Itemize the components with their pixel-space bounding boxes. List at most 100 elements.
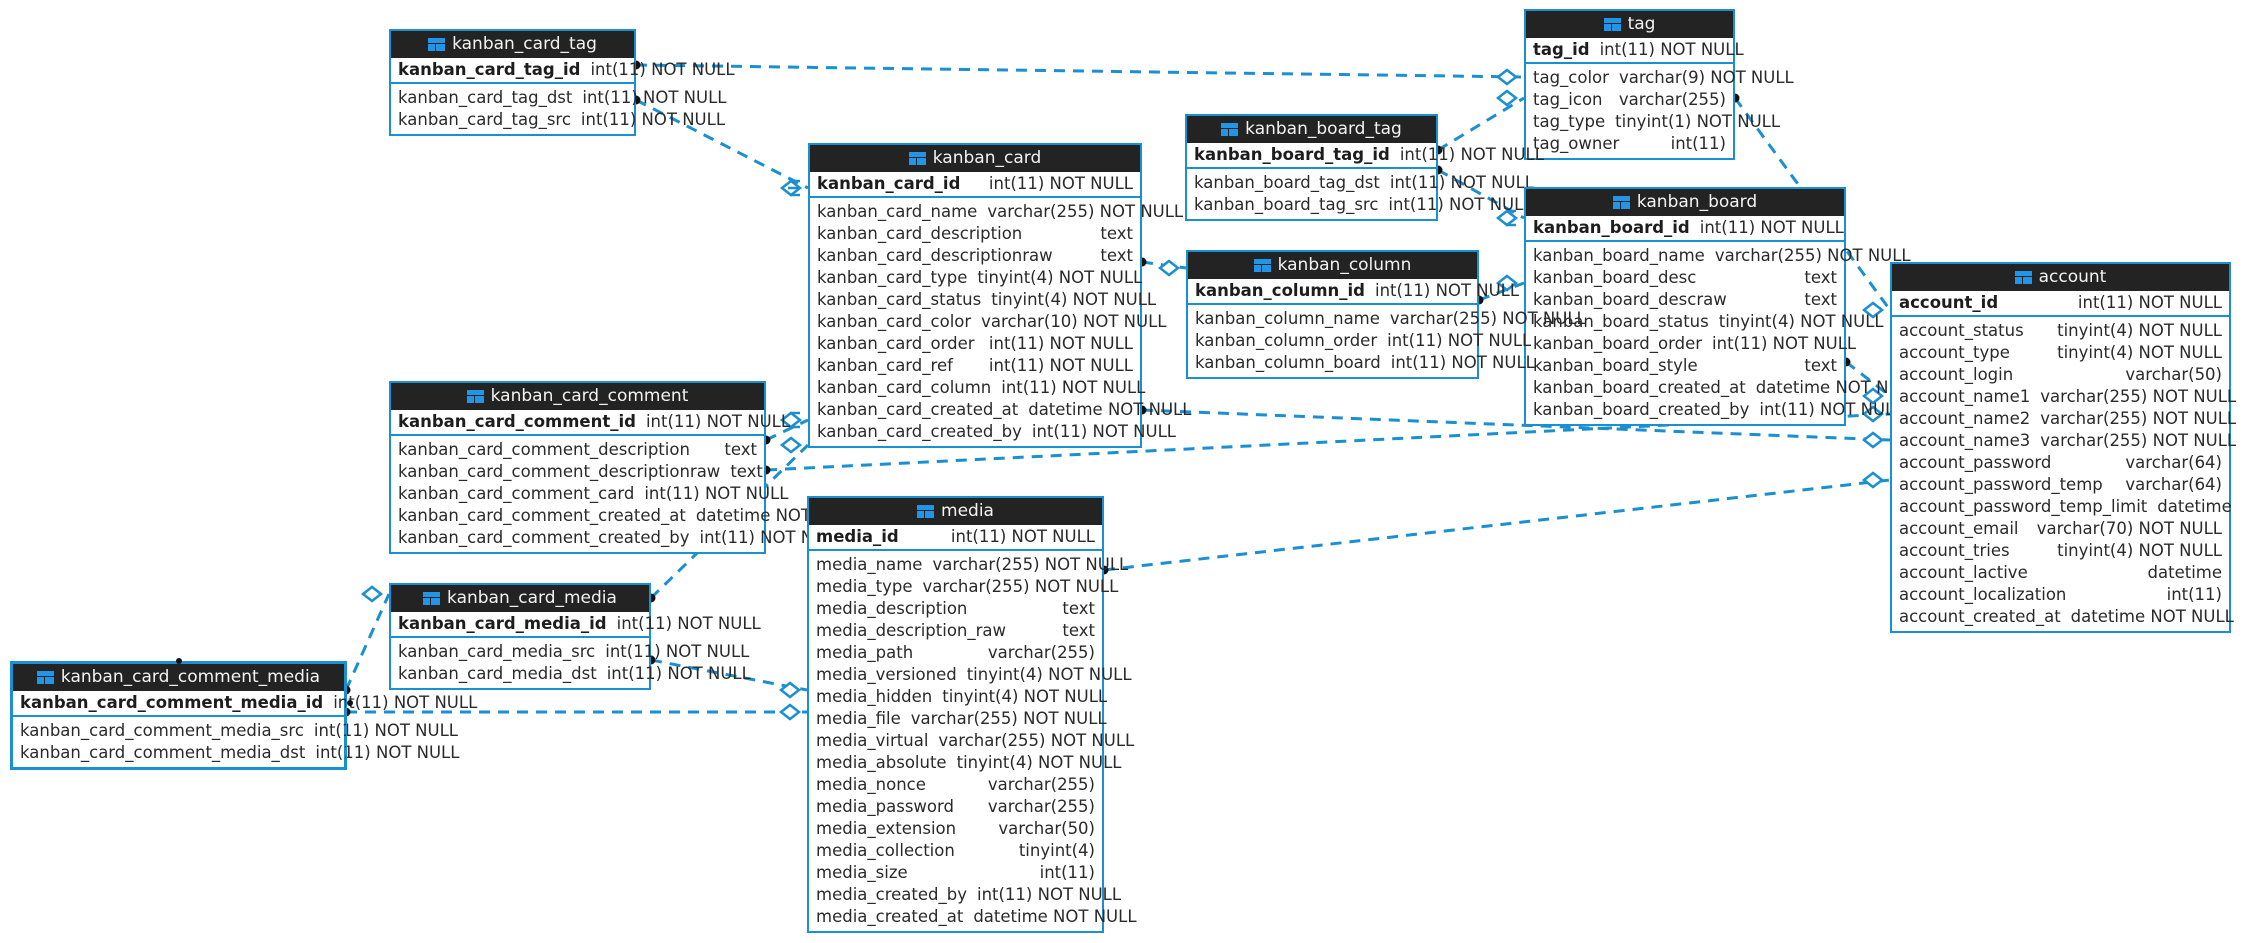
- entity-header-account[interactable]: account: [1892, 264, 2229, 291]
- entity-header-kanban_card_tag[interactable]: kanban_card_tag: [391, 31, 634, 58]
- entity-header-kanban_board[interactable]: kanban_board: [1526, 189, 1844, 216]
- entity-header-kanban_card_comment_media[interactable]: kanban_card_comment_media: [13, 664, 344, 691]
- entity-header-tag[interactable]: tag: [1526, 11, 1733, 38]
- entity-header-kanban_card_comment[interactable]: kanban_card_comment: [391, 383, 764, 410]
- entity-header-kanban_card_media[interactable]: kanban_card_media: [391, 585, 649, 612]
- entity-header-kanban_board_tag[interactable]: kanban_board_tag: [1187, 116, 1436, 143]
- selection-handle[interactable]: [175, 658, 182, 664]
- entity-header-kanban_card[interactable]: kanban_card: [810, 145, 1140, 172]
- selection-handle[interactable]: [347, 700, 353, 706]
- entity-header-kanban_column[interactable]: kanban_column: [1188, 252, 1477, 279]
